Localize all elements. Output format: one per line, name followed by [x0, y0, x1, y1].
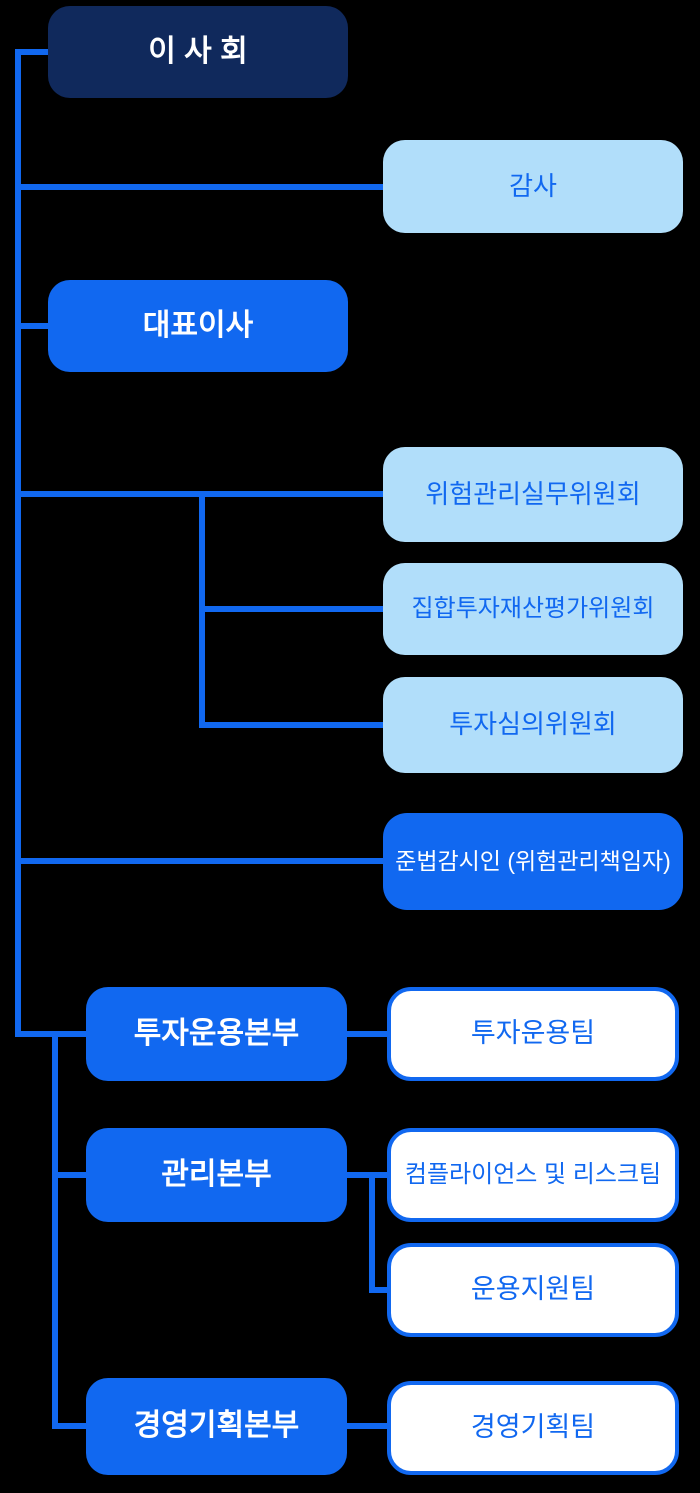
connector-auditor: [15, 184, 383, 190]
connector-trunk-vertical: [15, 49, 21, 1037]
connector-ceo: [15, 323, 48, 329]
connector-investment-team: [347, 1031, 387, 1037]
node-auditor: 감사: [383, 140, 683, 233]
connector-compliance-risk-team: [347, 1172, 387, 1178]
node-compliance-officer: 준법감시인 (위험관리책임자): [383, 813, 683, 910]
connector-planning-division: [52, 1423, 86, 1429]
connector-board: [15, 49, 48, 55]
node-investment-review-committee: 투자심의위원회: [383, 677, 683, 773]
node-planning-team: 경영기획팀: [387, 1381, 679, 1475]
connector-mgmt-teams-vertical: [369, 1172, 375, 1293]
connector-divisions-vertical: [52, 1031, 58, 1429]
connector-planning-team: [347, 1423, 387, 1429]
node-investment-team: 투자운용팀: [387, 987, 679, 1081]
node-investment-division: 투자운용본부: [86, 987, 347, 1081]
node-operations-support-team: 운용지원팀: [387, 1243, 679, 1337]
node-ceo: 대표이사: [48, 280, 348, 372]
node-fund-asset-valuation-committee: 집합투자재산평가위원회: [383, 563, 683, 655]
connector-compliance-officer: [15, 858, 383, 864]
connector-investment-review-committee: [199, 722, 383, 728]
node-risk-management-committee: 위험관리실무위원회: [383, 447, 683, 542]
connector-management-division: [52, 1172, 86, 1178]
connector-operations-support-team: [369, 1287, 387, 1293]
node-management-division: 관리본부: [86, 1128, 347, 1222]
node-compliance-risk-team: 컴플라이언스 및 리스크팀: [387, 1128, 679, 1222]
node-planning-division: 경영기획본부: [86, 1378, 347, 1475]
connector-investment-division: [15, 1031, 86, 1037]
connector-valuation-committee: [199, 606, 383, 612]
node-board: 이 사 회: [48, 6, 348, 98]
